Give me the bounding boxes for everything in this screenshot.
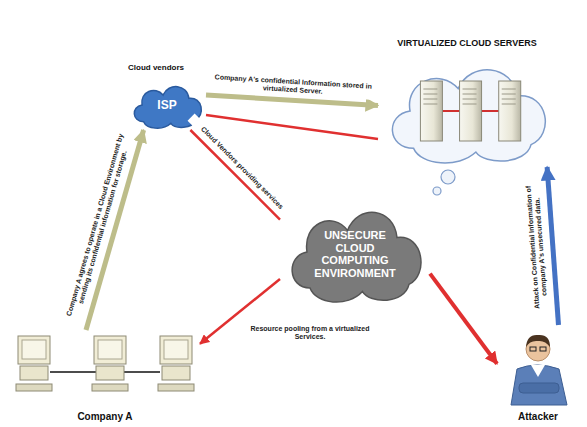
person-figure [497,325,579,422]
monitor [18,336,50,364]
cloud-path [292,212,421,302]
node-caption: Attacker [497,411,579,422]
screen [164,340,188,359]
computer-case [20,366,48,380]
server-slot [423,99,437,100]
server-tower [420,81,442,141]
server-slot [502,89,516,90]
connector-arrow [206,115,378,139]
server-slot [423,94,437,95]
cloud-shape: UNSECURE CLOUD COMPUTING ENVIRONMENT [280,198,430,306]
cloud-shape: VIRTUALIZED CLOUD SERVERS [378,55,556,167]
computer-group [10,330,200,422]
edge-label: Company A agrees to operate in a Cloud E… [64,130,135,321]
connector-arrow [430,274,497,364]
hair [526,335,550,347]
screen [22,340,46,359]
server-tower [499,81,521,141]
server-slot [502,99,516,100]
node-label: UNSECURE CLOUD COMPUTING ENVIRONMENT [314,229,395,280]
computer-case [96,366,124,380]
node-caption: Company A [10,411,200,422]
server-slot [502,104,516,105]
computer-case [162,366,190,380]
glasses [530,347,536,351]
monitor [160,336,192,364]
company-computers: Company A [10,330,200,422]
edge-label: Attack on Confidential Information of co… [522,170,551,325]
server-slot [463,104,477,105]
arms [519,383,559,393]
edge-label: Resource pooling from a virtualized Serv… [233,324,387,342]
connector-arrow [190,130,280,220]
node-heading: VIRTUALIZED CLOUD SERVERS [378,38,556,48]
server-slot [463,94,477,95]
edge-label: Cloud Vendors providing services [187,114,296,223]
thought-bubble [441,170,455,184]
keyboard [92,384,128,391]
torso [511,365,567,405]
server-tower [460,81,482,141]
node-heading: Cloud vendors [128,63,184,72]
server-slot [463,89,477,90]
server-racks [378,55,556,167]
server-slot [423,89,437,90]
thought-bubble [433,187,441,195]
edge-label: Company A's confidential Information sto… [205,72,380,101]
monitor [94,336,126,364]
server-slot [423,104,437,105]
keyboard [16,384,52,391]
collar [531,365,545,377]
attacker-figure: Attacker [497,325,579,422]
keyboard [158,384,194,391]
server-slot [502,94,516,95]
node-label: ISP [157,99,176,113]
cloud-path [392,70,545,163]
screen [98,340,122,359]
glasses [540,347,546,351]
server-slot [463,99,477,100]
